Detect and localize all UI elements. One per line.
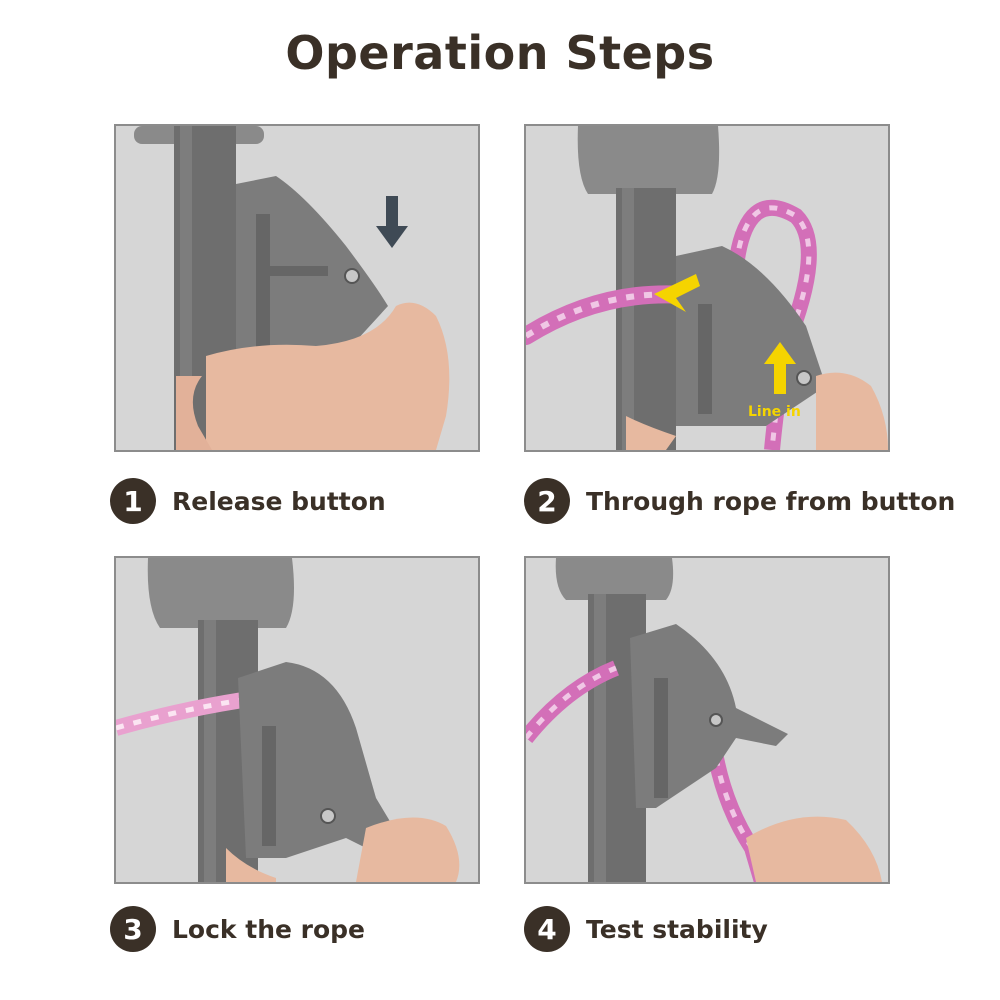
step-number-badge: 1 (110, 478, 156, 524)
step-label: Release button (172, 486, 386, 516)
line-in-label: Line in (748, 404, 801, 420)
step-3-photo (114, 556, 480, 884)
step-1-photo (114, 124, 480, 452)
step-number-badge: 2 (524, 478, 570, 524)
step-4-caption: 4 Test stability (524, 906, 768, 952)
step-number-badge: 3 (110, 906, 156, 952)
page-title: Operation Steps (285, 26, 715, 80)
arrow-up-yellow-icon (764, 342, 796, 394)
step-3-caption: 3 Lock the rope (110, 906, 365, 952)
arrow-down-icon (376, 196, 408, 248)
step-2-photo: Line in (524, 124, 890, 452)
step-4-photo (524, 556, 890, 884)
step-label: Test stability (586, 914, 768, 944)
arrow-left-yellow-icon (654, 274, 700, 312)
step-label: Through rope from button (586, 486, 956, 516)
step-2-caption: 2 Through rope from button (524, 478, 955, 524)
step-label: Lock the rope (172, 914, 366, 944)
step-1-caption: 1 Release button (110, 478, 386, 524)
step-number-badge: 4 (524, 906, 570, 952)
